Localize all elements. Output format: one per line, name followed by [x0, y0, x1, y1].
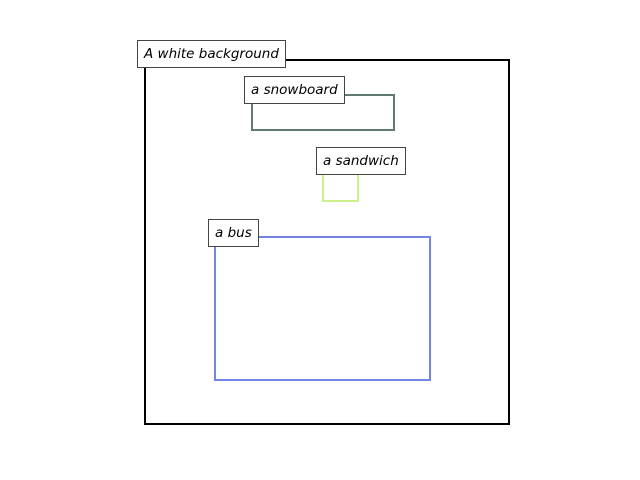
- bus-label: a bus: [208, 219, 259, 247]
- background-label: A white background: [137, 40, 286, 68]
- snowboard-label: a snowboard: [244, 76, 345, 104]
- canvas-frame: [144, 59, 510, 425]
- bus-box: [214, 236, 431, 381]
- sandwich-label: a sandwich: [316, 147, 406, 175]
